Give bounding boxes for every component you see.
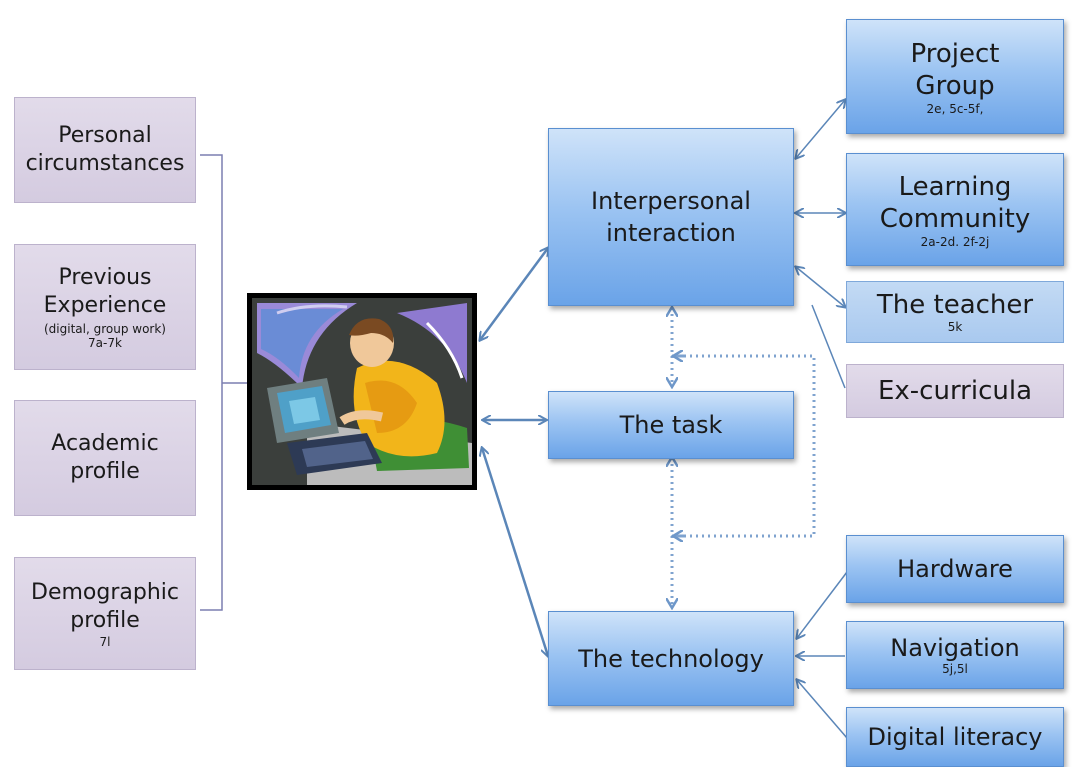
arrow-image-technology <box>482 448 548 656</box>
hardware-box: Hardware <box>846 535 1064 603</box>
the-technology-label: The technology <box>578 644 764 673</box>
academic-profile-box: Academic profile <box>14 400 196 516</box>
arrow-literacy-technology <box>797 680 848 739</box>
arrow-interpersonal-teacher <box>796 267 845 307</box>
previous-experience-label: Previous Experience <box>43 265 167 318</box>
arrow-image-interpersonal <box>480 248 548 340</box>
navigation-code: 5j,5l <box>942 662 968 676</box>
demographic-profile-code: 7l <box>99 634 111 649</box>
the-task-label: The task <box>619 411 723 439</box>
navigation-box: Navigation 5j,5l <box>846 621 1064 689</box>
demographic-profile-label: Demographic profile <box>31 579 179 633</box>
previous-experience-code: 7a-7k <box>88 336 122 350</box>
learning-community-box: Learning Community 2a-2d. 2f-2j <box>846 153 1064 266</box>
academic-profile-label: Academic profile <box>51 431 159 484</box>
previous-experience-detail: (digital, group work) <box>44 322 166 336</box>
the-teacher-label: The teacher <box>876 290 1034 320</box>
the-task-box: The task <box>548 391 794 459</box>
personal-circumstances-box: Personal circumstances <box>14 97 196 203</box>
arrow-interpersonal-project <box>796 100 845 158</box>
arrow-hardware-technology <box>797 571 848 638</box>
demographic-profile-box: Demographic profile 7l <box>14 557 196 670</box>
personal-circumstances-label: Personal circumstances <box>25 123 185 176</box>
the-technology-box: The technology <box>548 611 794 706</box>
ex-curricula-box: Ex-curricula <box>846 364 1064 418</box>
navigation-label: Navigation <box>890 634 1020 662</box>
learning-community-code: 2a-2d. 2f-2j <box>920 234 990 249</box>
previous-experience-box: Previous Experience (digital, group work… <box>14 244 196 370</box>
the-teacher-code: 5k <box>947 320 963 334</box>
learning-community-label: Learning Community <box>879 171 1031 234</box>
interpersonal-interaction-label: Interpersonal interaction <box>591 187 751 247</box>
digital-literacy-box: Digital literacy <box>846 707 1064 767</box>
project-group-label: Project Group <box>910 38 1000 101</box>
hardware-label: Hardware <box>897 555 1013 583</box>
person-at-computer-image <box>247 293 477 490</box>
the-teacher-box: The teacher 5k <box>846 281 1064 343</box>
ex-curricula-label: Ex-curricula <box>877 376 1033 406</box>
project-group-box: Project Group 2e, 5c-5f, <box>846 19 1064 134</box>
digital-literacy-label: Digital literacy <box>867 723 1043 751</box>
line-interpersonal-excurricula <box>811 304 846 389</box>
left-bracket <box>200 154 223 611</box>
project-group-code: 2e, 5c-5f, <box>926 101 984 116</box>
interpersonal-interaction-box: Interpersonal interaction <box>548 128 794 306</box>
